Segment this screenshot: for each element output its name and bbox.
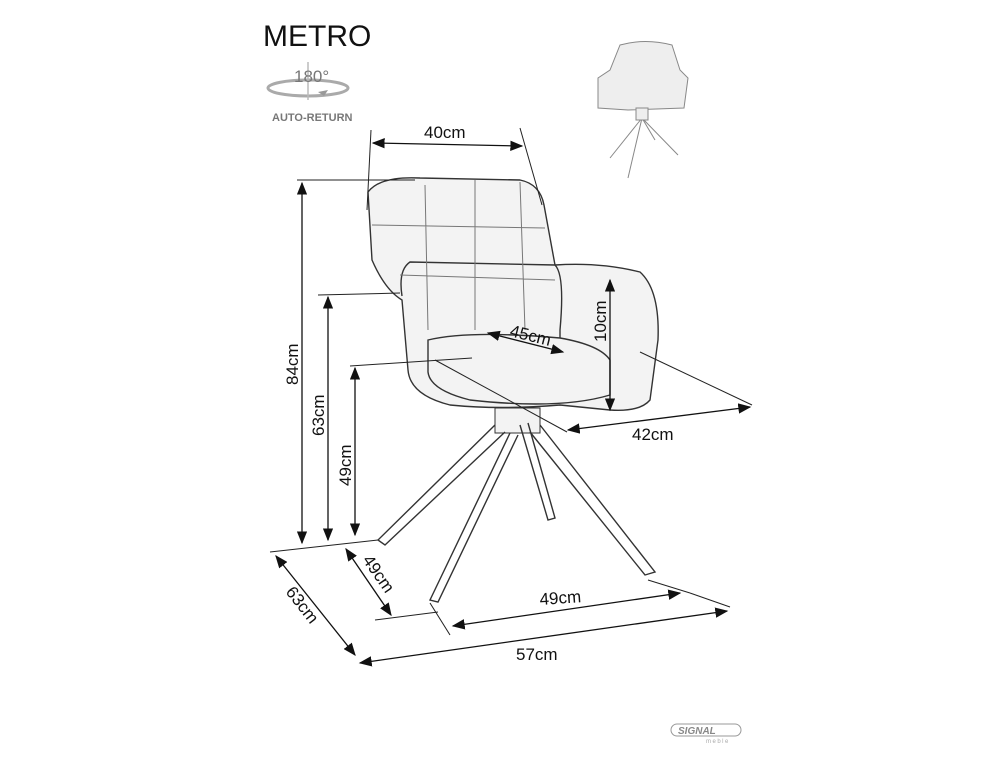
dim-total-width: 57cm: [516, 645, 558, 664]
dim-armrest-height: 63cm: [309, 394, 328, 436]
rotation-angle: 180°: [294, 67, 329, 86]
dim-backrest-width: 40cm: [424, 123, 466, 142]
chair-thumbnail: [597, 41, 689, 179]
dim-total-height: 84cm: [283, 343, 302, 385]
dim-base-width: 49cm: [539, 587, 582, 609]
rotation-icon: 180° AUTO-RETURN: [266, 62, 353, 124]
signal-logo: SIGNAL meble: [670, 723, 742, 745]
dim-armrest-above-seat: 10cm: [591, 300, 610, 342]
svg-text:meble: meble: [706, 739, 730, 745]
chair-drawing: [367, 177, 659, 603]
dim-seat-height: 49cm: [336, 444, 355, 486]
svg-text:SIGNAL: SIGNAL: [678, 726, 716, 737]
dim-total-depth: 63cm: [282, 583, 323, 627]
auto-return-label: AUTO-RETURN: [272, 112, 353, 124]
product-title: METRO: [263, 20, 371, 53]
dim-base-depth: 49cm: [359, 551, 398, 596]
dim-seat-width: 42cm: [632, 425, 674, 444]
